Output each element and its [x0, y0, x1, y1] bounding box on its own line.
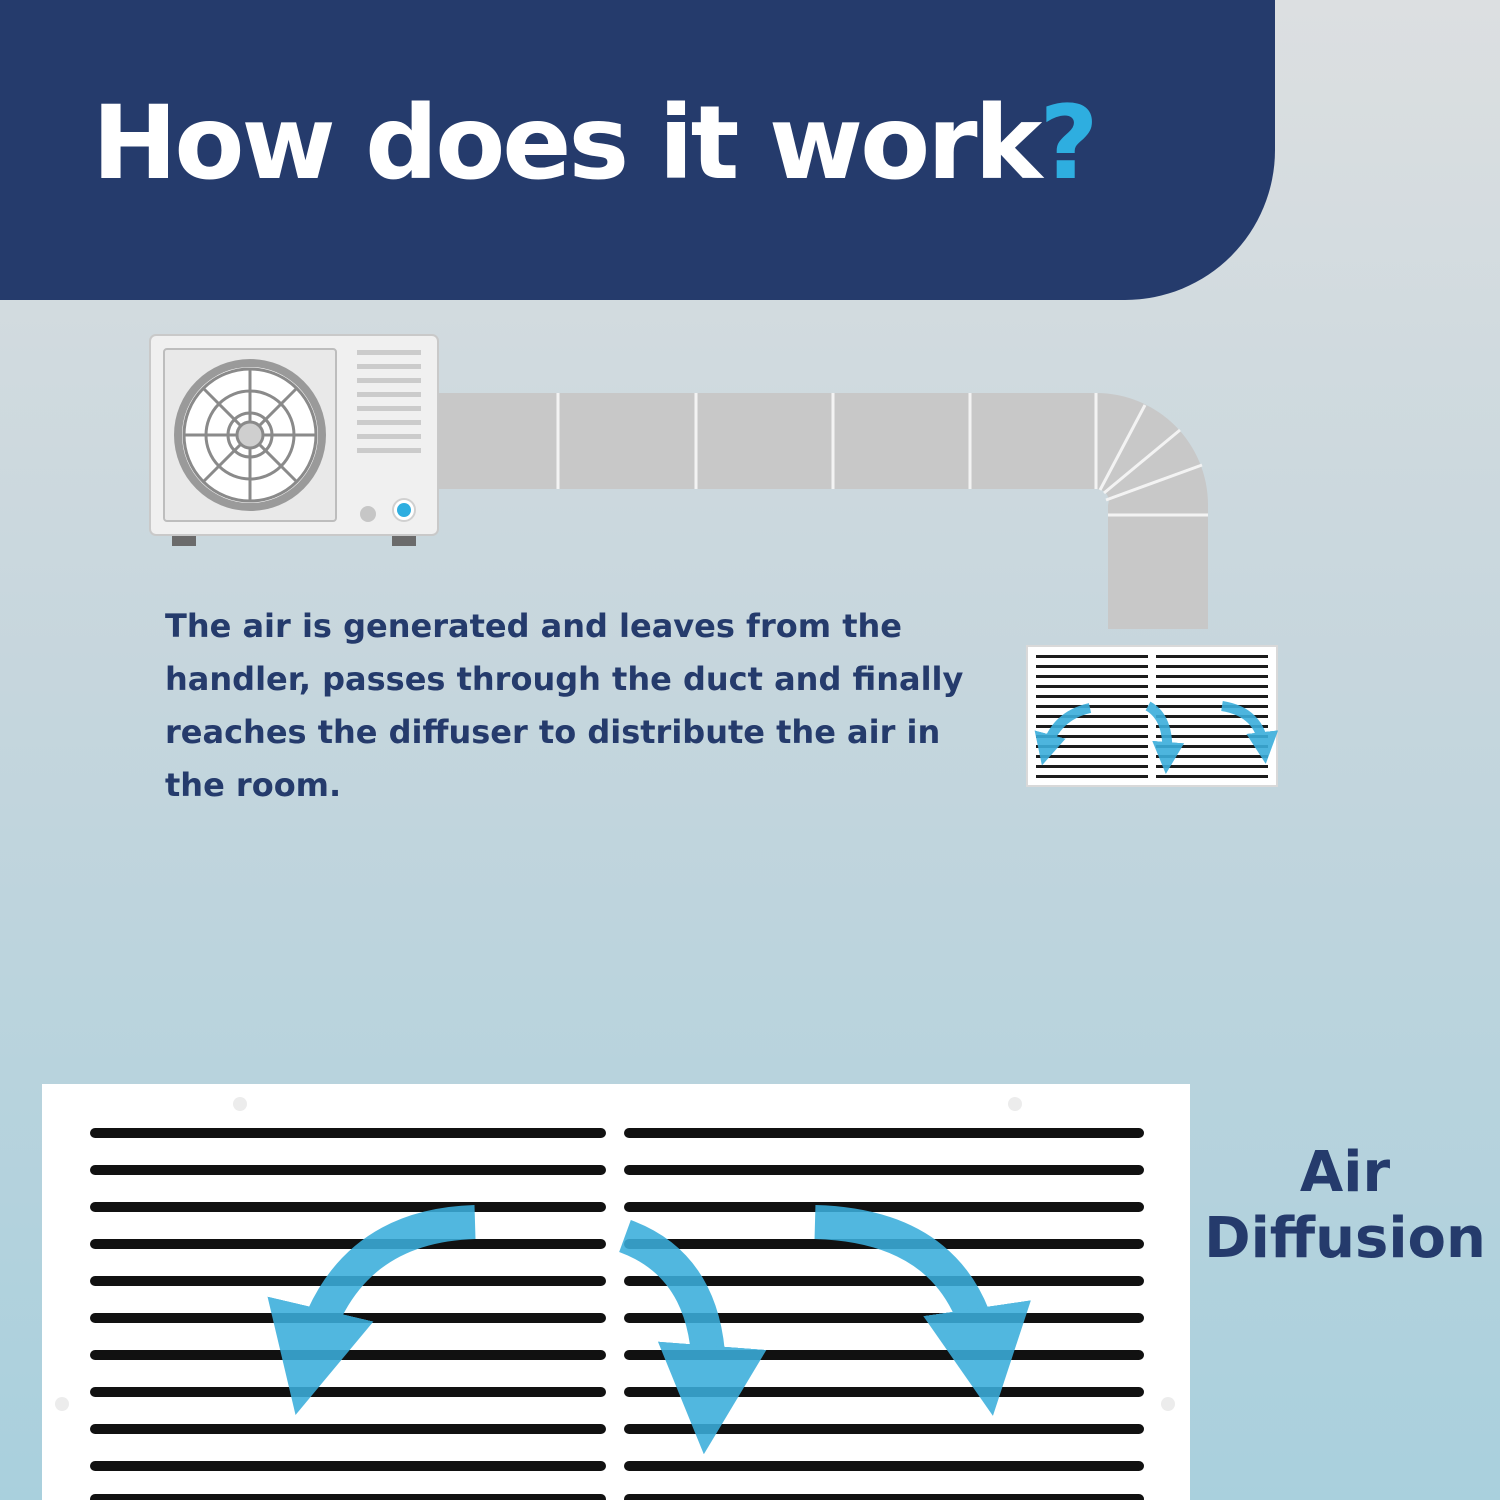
airflow-arrow-icon: [618, 1220, 767, 1455]
small-diffuser-icon: [1026, 645, 1279, 787]
page-title-text: How does it work: [92, 84, 1042, 203]
page-title: How does it work?: [92, 87, 1099, 200]
air-handler-unit-icon: [149, 334, 439, 546]
vent-slats: [357, 350, 421, 453]
large-diffuser-grille-icon: [42, 1084, 1190, 1500]
duct-icon: [438, 393, 1208, 629]
airflow-arrow-icon: [814, 1205, 1031, 1416]
airflow-arrow-icon: [1221, 701, 1279, 764]
air-diffusion-line1: Air: [1299, 1140, 1391, 1205]
indicator-light: [360, 506, 376, 522]
air-diffusion-label: Air Diffusion: [1200, 1140, 1490, 1272]
airflow-arrow-icon: [1145, 701, 1185, 774]
question-mark: ?: [1039, 84, 1098, 203]
airflow-arrow-icon: [267, 1205, 476, 1415]
fan-icon: [174, 359, 326, 511]
header-banner: [0, 0, 1275, 300]
description-text: The air is generated and leaves from the…: [165, 607, 964, 804]
airflow-arrow-icon: [1034, 703, 1092, 766]
air-diffusion-line2: Diffusion: [1204, 1206, 1486, 1271]
